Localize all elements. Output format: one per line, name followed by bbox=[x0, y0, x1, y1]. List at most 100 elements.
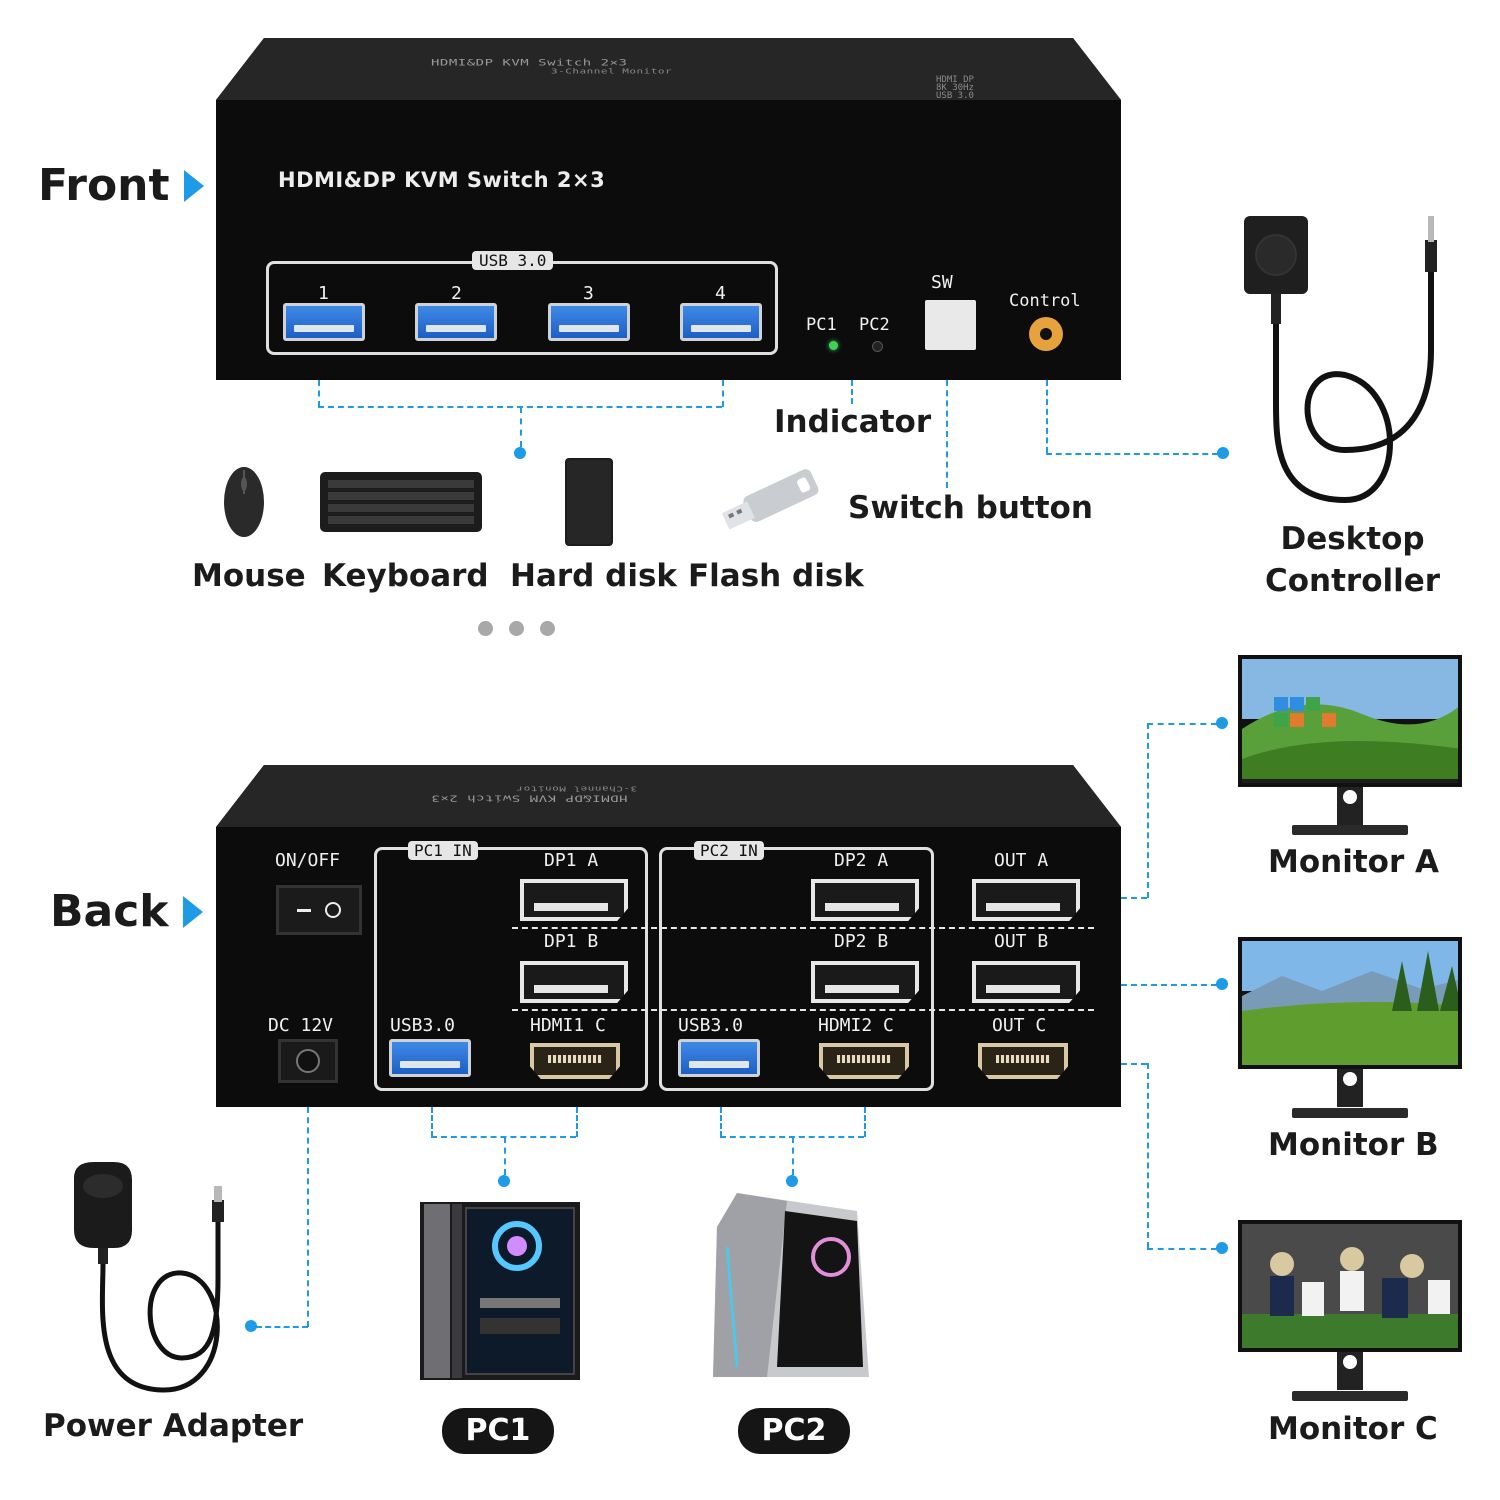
hdmi1c-label: HDMI1 C bbox=[530, 1015, 606, 1036]
sw-label: SW bbox=[931, 272, 953, 293]
connector-pc1-dot bbox=[498, 1175, 510, 1187]
peripheral-label-keyboard: Keyboard bbox=[322, 558, 489, 594]
usb1-label: USB3.0 bbox=[390, 1015, 456, 1036]
monitor-c-ring bbox=[1340, 1352, 1360, 1372]
usb1-port[interactable] bbox=[389, 1039, 471, 1077]
outa-label: OUT A bbox=[994, 850, 1049, 871]
pc2-in-group bbox=[659, 847, 934, 1091]
connector-power-dot bbox=[245, 1320, 257, 1332]
pc2-led bbox=[872, 341, 883, 352]
control-jack[interactable] bbox=[1029, 317, 1063, 351]
connector-monitor-c-v bbox=[1147, 1063, 1149, 1248]
usb-port-4[interactable] bbox=[680, 303, 762, 341]
connector-pc2-right bbox=[864, 1107, 866, 1137]
pc2-in-label: PC2 IN bbox=[694, 841, 764, 860]
monitor-a-caption: Monitor A bbox=[1268, 844, 1440, 880]
usb-port-label-3: 3 bbox=[583, 283, 594, 304]
connector-monitor-a-v bbox=[1147, 723, 1149, 898]
monitor-a-base bbox=[1292, 825, 1408, 835]
connector-monitor-a-h bbox=[1147, 723, 1217, 725]
connector-usb-right bbox=[722, 380, 724, 407]
pc1-led bbox=[829, 341, 838, 350]
monitor-b-landscape-icon bbox=[1242, 941, 1458, 1065]
monitor-c-football-icon bbox=[1242, 1224, 1458, 1348]
device-top-title: HDMI&DP KVM Switch 2×3 bbox=[431, 58, 628, 68]
dc-jack[interactable] bbox=[278, 1039, 338, 1083]
dp1a-port[interactable] bbox=[520, 879, 628, 921]
monitor-b-caption: Monitor B bbox=[1268, 1127, 1439, 1163]
arrow-right-icon bbox=[182, 895, 203, 928]
hard-disk-icon bbox=[565, 458, 613, 546]
dp1b-label: DP1 B bbox=[544, 931, 599, 952]
pc1-caption: PC1 bbox=[442, 1408, 554, 1454]
monitor-a-desktop-icon bbox=[1242, 659, 1458, 783]
switch-on-mark bbox=[325, 902, 341, 918]
row-separator-2 bbox=[512, 1009, 1094, 1011]
dp1b-port[interactable] bbox=[520, 961, 628, 1003]
mouse-icon bbox=[224, 467, 264, 537]
monitor-a-ring bbox=[1340, 787, 1360, 807]
pc2-tower-icon bbox=[713, 1193, 869, 1377]
usb-port-label-1: 1 bbox=[318, 283, 329, 304]
dp2a-label: DP2 A bbox=[834, 850, 889, 871]
monitor-c-caption: Monitor C bbox=[1268, 1411, 1438, 1447]
status-line-2: 8K 30Hz bbox=[936, 83, 974, 93]
connector-monitor-c-h bbox=[1147, 1248, 1217, 1250]
pc1-tower-icon bbox=[420, 1202, 580, 1380]
control-label: Control bbox=[1009, 291, 1081, 311]
connector-monitor-a-stub bbox=[1121, 897, 1147, 899]
pc2-indicator-label: PC2 bbox=[859, 315, 890, 335]
indicator-caption: Indicator bbox=[774, 404, 932, 440]
control-jack-hole bbox=[1040, 328, 1052, 340]
outc-port[interactable] bbox=[978, 1043, 1068, 1079]
device-top-subtitle: 3-Channel Monitor bbox=[551, 67, 673, 76]
dp2a-port[interactable] bbox=[811, 879, 919, 921]
outa-port[interactable] bbox=[972, 879, 1080, 921]
hdmi2c-port[interactable] bbox=[819, 1043, 909, 1079]
dp2b-label: DP2 B bbox=[834, 931, 889, 952]
flash-disk-icon bbox=[721, 469, 819, 530]
pc2-caption: PC2 bbox=[738, 1408, 850, 1454]
back-label: Back bbox=[50, 886, 203, 937]
connector-pc1-right bbox=[576, 1107, 578, 1137]
peripheral-label-flash-disk: Flash disk bbox=[688, 558, 864, 594]
connector-power-h bbox=[256, 1326, 308, 1328]
kvm-switch-back: HDMI&DP KVM Switch 2×3 3-Channel Monitor… bbox=[216, 765, 1121, 1107]
usb-port-3[interactable] bbox=[548, 303, 630, 341]
device-face-title: HDMI&DP KVM Switch 2×3 bbox=[278, 168, 606, 192]
connector-control-dot bbox=[1217, 447, 1229, 459]
usb-port-2[interactable] bbox=[415, 303, 497, 341]
usb2-port[interactable] bbox=[678, 1039, 760, 1077]
power-adapter-icon bbox=[74, 1162, 224, 1393]
connector-usb-down bbox=[520, 407, 522, 447]
desktop-controller-icon bbox=[1244, 216, 1437, 504]
hdmi1c-port[interactable] bbox=[530, 1043, 620, 1079]
usb-port-1[interactable] bbox=[283, 303, 365, 341]
usb-group-label: USB 3.0 bbox=[472, 251, 554, 270]
peripheral-label-mouse: Mouse bbox=[192, 558, 306, 594]
on-off-label: ON/OFF bbox=[275, 850, 341, 871]
connector-monitor-c-stub bbox=[1121, 1063, 1147, 1065]
monitor-a-screen bbox=[1238, 655, 1462, 787]
back-top-title: HDMI&DP KVM Switch 2×3 bbox=[431, 793, 628, 803]
connector-pc1-down bbox=[504, 1137, 506, 1175]
back-label-text: Back bbox=[50, 886, 169, 937]
connector-pc1-h bbox=[431, 1136, 576, 1138]
switch-button[interactable] bbox=[925, 300, 976, 350]
connector-monitor-b-dot bbox=[1216, 978, 1228, 990]
front-label: Front bbox=[38, 160, 204, 211]
dc-jack-hole bbox=[296, 1049, 320, 1073]
power-switch[interactable] bbox=[276, 885, 362, 935]
switch-button-caption: Switch button bbox=[848, 490, 1093, 526]
monitor-b-screen bbox=[1238, 937, 1462, 1069]
dp2b-port[interactable] bbox=[811, 961, 919, 1003]
outb-port[interactable] bbox=[972, 961, 1080, 1003]
connector-pc1-left bbox=[431, 1107, 433, 1137]
pc1-in-group bbox=[374, 847, 648, 1091]
connector-monitor-b-h bbox=[1121, 984, 1217, 986]
arrow-right-icon bbox=[183, 169, 204, 202]
connector-pc2-down bbox=[792, 1137, 794, 1175]
connector-pc2-left bbox=[720, 1107, 722, 1137]
usb-port-label-4: 4 bbox=[715, 283, 726, 304]
kvm-switch-front: HDMI&DP KVM Switch 2×3 3-Channel Monitor… bbox=[216, 38, 1121, 380]
